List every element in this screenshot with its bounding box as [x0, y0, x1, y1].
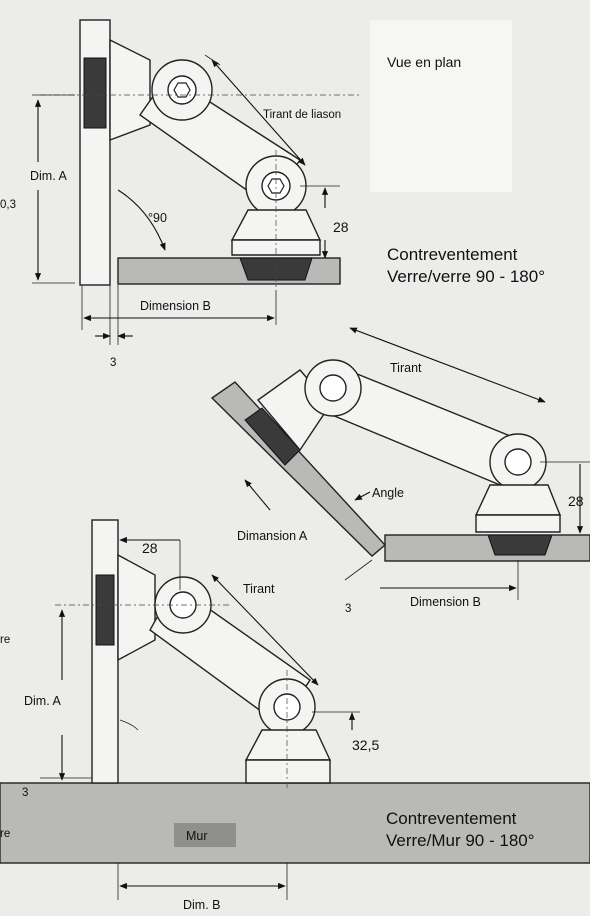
bottom-figure: Mur 28 Tirant re re Dim. A [0, 519, 590, 914]
angle-label: °90 [148, 211, 167, 225]
height-label: 28 [333, 219, 349, 235]
dimansion-a-label: Dimansion A [237, 529, 308, 543]
bottom-fitting-base [117, 553, 156, 662]
gap-label: 3 [110, 357, 116, 369]
middle-dimension-b-label: Dimension B [410, 595, 481, 609]
caption-bottom-line1: Contreventement [386, 809, 517, 828]
fitting-base-left [109, 38, 151, 142]
left-clipped-label-2: re [0, 828, 10, 840]
caption-bottom-line2: Verre/Mur 90 - 180° [386, 831, 535, 850]
caption-top-line1: Contreventement [387, 245, 518, 264]
bottom-tie-rod-label: Tirant [243, 582, 275, 596]
bottom-glass-vertical [91, 519, 119, 784]
left-value-label: 0,3 [0, 199, 16, 211]
bottom-height-label: 32,5 [352, 737, 379, 753]
dim-a-label: Dim. A [30, 169, 67, 183]
middle-upper-bolt-icon [319, 374, 347, 402]
upper-bolt-icon [167, 75, 197, 105]
angle-label-middle: Angle [372, 486, 404, 500]
gasket-horizontal [239, 257, 313, 281]
middle-figure: Tirant 28 Angle Dimansion A 3 Dimension … [210, 327, 590, 615]
middle-tie-rod-label: Tirant [390, 361, 422, 375]
middle-glass-horizontal [384, 534, 590, 562]
bottom-dim-a-label: Dim. A [24, 694, 61, 708]
wall-block [0, 782, 590, 864]
bottom-height-top-label: 28 [142, 540, 158, 556]
gasket-vertical [83, 57, 107, 129]
middle-gap-label: 3 [345, 603, 351, 615]
middle-height-label: 28 [568, 493, 584, 509]
bottom-gap-label: 3 [22, 787, 28, 799]
left-clipped-label-1: re [0, 634, 10, 646]
dimension-b-label: Dimension B [140, 299, 211, 313]
middle-lower-bolt-icon [504, 448, 532, 476]
bottom-dim-b-label: Dim. B [183, 898, 221, 912]
plan-view-box [370, 20, 512, 192]
lower-bolt-icon [261, 171, 291, 201]
top-figure: 0,3 Dim. A °90 Tirant de liason 28 Dimen… [0, 19, 545, 369]
caption-top-line2: Verre/verre 90 - 180° [387, 267, 545, 286]
wall-label-bg [174, 823, 236, 847]
plan-view-title: Vue en plan [387, 54, 461, 70]
tie-rod-label: Tirant de liason [263, 109, 341, 121]
wall-label: Mur [186, 829, 208, 843]
